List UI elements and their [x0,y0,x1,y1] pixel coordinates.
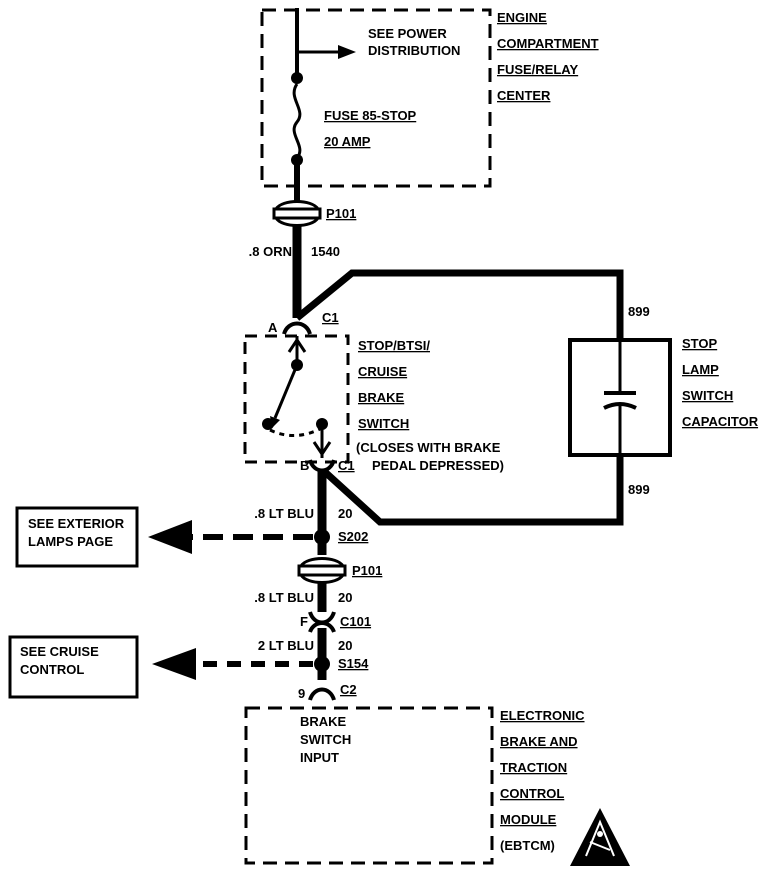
capacitor-name-3: SWITCH [682,388,733,403]
cruise-ref-line-1: SEE CRUISE [20,644,99,659]
c101-terminal-bottom [308,621,336,633]
fuse-center-name-1: ENGINE [497,10,547,25]
s154-splice [314,656,330,672]
ltblu2-label: .8 LT BLU [254,590,314,605]
fuse-center-name-4: CENTER [497,88,551,103]
c101-terminal-top [308,611,336,625]
cruise-ref-box [8,635,139,699]
module-input-3: INPUT [300,750,339,765]
exterior-ref-line-2: LAMPS PAGE [28,534,113,549]
module-name-5: MODULE [500,812,557,827]
ltblu3-circuit: 20 [338,638,352,653]
c1-bottom-name: C1 [338,458,355,473]
switch-name-2: CRUISE [358,364,407,379]
c101-name: C101 [340,614,371,629]
switch-actuator-link [269,426,323,437]
module-name-3: TRACTION [500,760,567,775]
ebtcm-module-box [244,706,494,865]
exterior-lamps-arrow [148,520,192,554]
ltblu1-label: .8 LT BLU [254,506,314,521]
cap-bottom-circuit: 899 [628,482,650,497]
orn-wire-circuit: 1540 [311,244,340,259]
exterior-ref-line-1: SEE EXTERIOR [28,516,125,531]
c1-top-name: C1 [322,310,339,325]
c1-top-terminal [282,321,312,335]
capacitor-feed-wire-top [294,269,624,340]
module-name-4: CONTROL [500,786,564,801]
c1-top-pin: A [268,320,278,335]
c2-name: C2 [340,682,357,697]
fuse-rating: 20 AMP [324,134,371,149]
switch-note-2: PEDAL DEPRESSED) [372,458,504,473]
module-name-2: BRAKE AND [500,734,578,749]
capacitor-name-2: LAMP [682,362,719,377]
power-arrow-head [338,45,356,59]
module-input-1: BRAKE [300,714,347,729]
cap-top-circuit: 899 [628,304,650,319]
orn-wire-label: .8 ORN [249,244,292,259]
p101-top-label: P101 [326,206,356,221]
switch-blade [273,364,299,419]
switch-name-1: STOP/BTSI/ [358,338,430,353]
module-input-2: SWITCH [300,732,351,747]
capacitor-name-1: STOP [682,336,717,351]
esd-warning-icon [570,808,630,866]
s202-label: S202 [338,529,368,544]
switch-contact-left [262,418,274,430]
s154-label: S154 [338,656,369,671]
fuse-label: FUSE 85-STOP [324,108,417,123]
p101-top-connector [272,200,322,227]
power-ref-line-1: SEE POWER [368,26,447,41]
ltblu1-circuit: 20 [338,506,352,521]
c1-bottom-pin: B [300,458,309,473]
cruise-arrow [152,648,196,680]
power-ref-line-2: DISTRIBUTION [368,43,460,58]
ltblu3-label: 2 LT BLU [258,638,314,653]
c2-terminal [308,687,336,701]
ltblu2-circuit: 20 [338,590,352,605]
exterior-lamps-ref-box [15,506,139,568]
cruise-ref-line-2: CONTROL [20,662,84,677]
fuse-symbol [292,83,302,159]
switch-down-arrow [312,441,332,457]
switch-note-1: (CLOSES WITH BRAKE [356,440,501,455]
c2-pin: 9 [298,686,305,701]
fuse-center-name-3: FUSE/RELAY [497,62,578,77]
switch-name-3: BRAKE [358,390,405,405]
module-name-1: ELECTRONIC [500,708,585,723]
c101-pin: F [300,614,308,629]
capacitor-name-4: CAPACITOR [682,414,759,429]
fuse-terminal-top [291,72,303,84]
s202-splice [314,529,330,545]
switch-up-arrow [287,337,307,353]
switch-name-4: SWITCH [358,416,409,431]
p101-bottom-connector [297,557,347,584]
fuse-center-name-2: COMPARTMENT [497,36,599,51]
p101-bottom-label: P101 [352,563,382,578]
capacitor-return-wire [322,455,624,526]
module-name-6: (EBTCM) [500,838,555,853]
fuse-relay-center-box [260,8,492,188]
